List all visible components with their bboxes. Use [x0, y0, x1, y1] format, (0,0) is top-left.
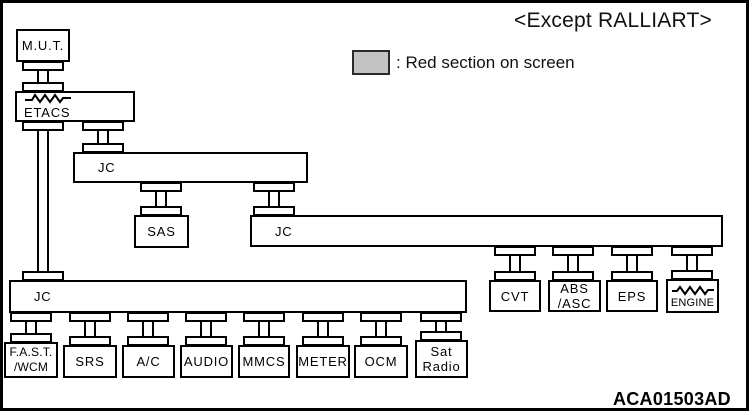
connector-etacs-jc-upper [82, 121, 124, 153]
connector-jc-lower-srs [69, 312, 111, 346]
box-ocm: OCM [354, 345, 408, 378]
connector-jc-lower-audio [185, 312, 227, 346]
box-sas: SAS [134, 215, 189, 248]
box-mmcs: MMCS [238, 345, 290, 378]
connector-mut-etacs [22, 61, 64, 92]
bar-jc-lower: JC [9, 280, 467, 313]
box-ac-label: A/C [136, 354, 161, 369]
connector-jc-upper-jc-middle [253, 182, 295, 216]
legend-label: : Red section on screen [396, 53, 575, 72]
box-srs-label: SRS [75, 354, 105, 369]
box-etacs-label: ETACS [24, 105, 71, 120]
box-audio-label: AUDIO [183, 354, 230, 369]
box-abs-asc-line2: /ASC [557, 296, 592, 311]
box-mmcs-label: MMCS [242, 354, 286, 369]
box-mut-label: M.U.T. [21, 38, 65, 53]
terminating-resistor-icon [25, 93, 71, 104]
connector-jc-upper-sas [140, 182, 182, 216]
bar-jc-upper-label: JC [98, 160, 116, 175]
variant-title: <Except RALLIART> [514, 9, 712, 32]
box-etacs: ETACS [15, 91, 135, 122]
box-fast-wcm: F.A.S.T. /WCM [4, 342, 58, 378]
bar-jc-upper: JC [73, 152, 308, 183]
box-sat-radio: Sat Radio [415, 340, 468, 378]
bar-jc-middle: JC [250, 215, 723, 247]
connector-jc-lower-ac [127, 312, 169, 346]
box-cvt-label: CVT [500, 288, 530, 304]
box-abs-asc: ABS /ASC [548, 280, 601, 312]
box-sas-label: SAS [147, 224, 176, 239]
connector-jc-middle-abs-asc [552, 246, 594, 281]
box-sat-radio-line2: Radio [422, 359, 461, 374]
box-cvt: CVT [489, 280, 541, 312]
box-fast-wcm-line1: F.A.S.T. [9, 345, 53, 359]
box-abs-asc-line1: ABS [560, 281, 589, 296]
connector-jc-middle-eps [611, 246, 653, 281]
connector-jc-middle-engine [671, 246, 713, 280]
connector-jc-lower-mmcs [243, 312, 285, 346]
bar-jc-lower-label: JC [34, 289, 52, 304]
box-sat-radio-line1: Sat [430, 344, 453, 359]
box-ocm-label: OCM [364, 354, 398, 369]
box-srs: SRS [63, 345, 117, 378]
box-meter: METER [296, 345, 350, 378]
connector-jc-lower-fast-wcm [10, 312, 52, 343]
box-eps: EPS [606, 280, 658, 312]
connector-jc-lower-sat-radio [420, 312, 462, 341]
box-meter-label: METER [298, 354, 348, 369]
connector-jc-lower-meter [302, 312, 344, 346]
connector-jc-middle-cvt [494, 246, 536, 281]
figure-code: ACA01503AD [612, 389, 731, 409]
connector-jc-lower-ocm [360, 312, 402, 346]
connector-etacs-jc-lower [22, 121, 64, 281]
legend-swatch [352, 50, 390, 75]
box-fast-wcm-line2: /WCM [13, 360, 49, 374]
box-eps-label: EPS [617, 288, 647, 304]
box-audio: AUDIO [180, 345, 233, 378]
box-ac: A/C [122, 345, 175, 378]
box-engine-label: ENGINE [670, 297, 715, 309]
terminating-resistor-icon [671, 285, 714, 296]
box-mut: M.U.T. [16, 29, 70, 62]
bar-jc-middle-label: JC [275, 223, 293, 239]
box-engine: ENGINE [666, 279, 719, 313]
